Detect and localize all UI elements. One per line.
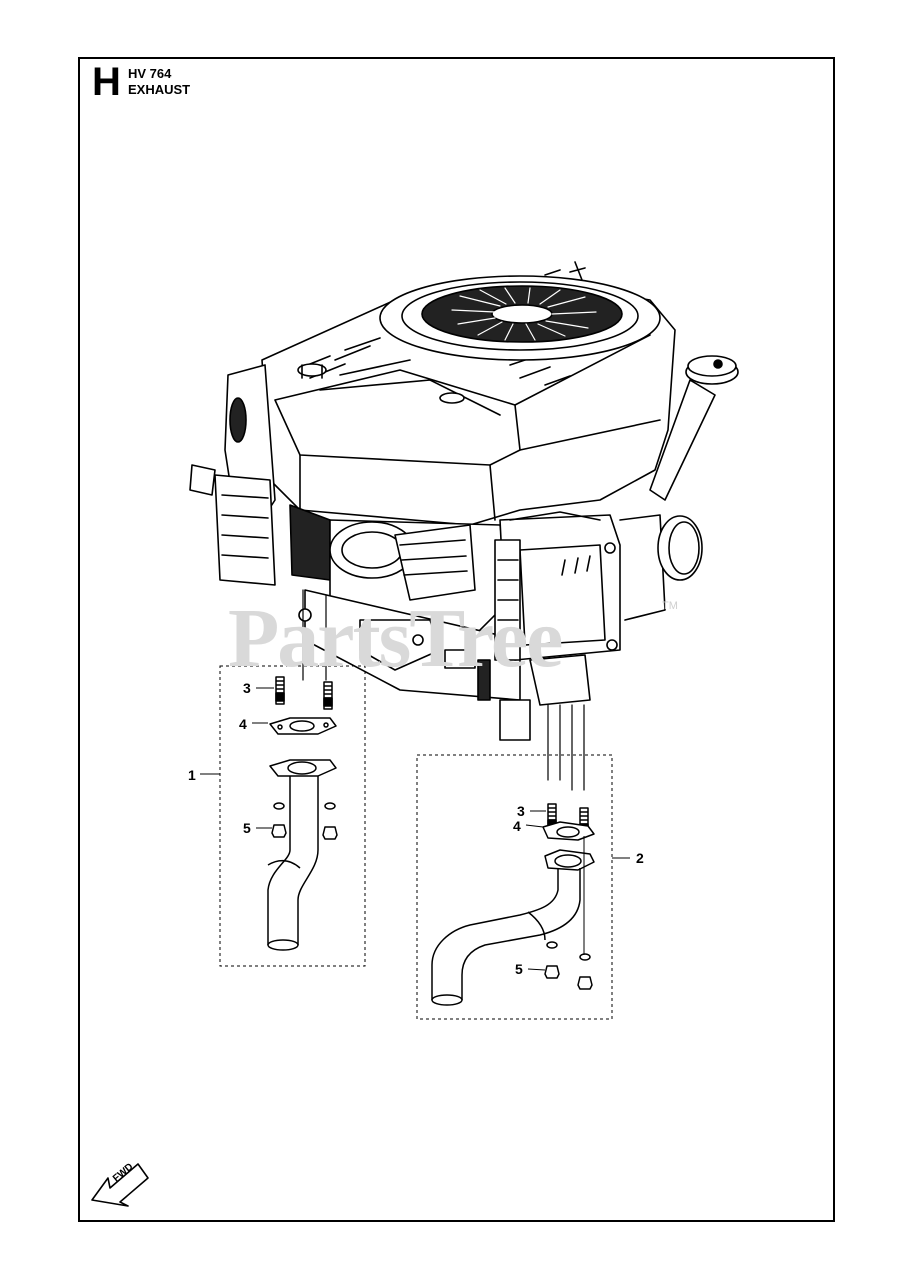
diagram-frame <box>78 57 835 1222</box>
oil-filter-dipstick <box>649 355 739 581</box>
fwd-arrow <box>91 1163 149 1207</box>
flywheel-screen <box>379 275 661 361</box>
section-letter: H <box>92 60 121 104</box>
engine-left-side <box>189 364 331 586</box>
nuts-right <box>544 836 593 990</box>
stud-left <box>275 676 333 710</box>
callout-nut-left: 5 <box>243 820 251 836</box>
pipe-left <box>267 776 319 951</box>
callout-kit-1: 1 <box>188 767 196 783</box>
valve-cover-right <box>494 511 666 741</box>
watermark-trademark: TM <box>662 600 678 612</box>
callout-kit-2: 2 <box>636 850 644 866</box>
callout-nut-right: 5 <box>515 961 523 977</box>
leader-lines <box>200 687 630 971</box>
nuts-left <box>271 802 338 840</box>
callout-gasket-right: 4 <box>513 818 521 834</box>
callout-gasket-left: 4 <box>239 716 247 732</box>
diagram-title: EXHAUST <box>128 82 191 97</box>
callout-stud-right: 3 <box>517 803 525 819</box>
model-number: HV 764 <box>128 66 172 81</box>
watermark: PartsTree <box>228 592 563 685</box>
kit-1-outline <box>219 665 366 967</box>
kit-2-outline <box>416 754 613 1020</box>
flange-right <box>544 849 595 871</box>
engine-block <box>298 519 521 701</box>
flange-left <box>269 759 337 777</box>
gasket-right <box>542 821 595 841</box>
gasket-left <box>269 717 337 735</box>
callout-stud-left: 3 <box>243 680 251 696</box>
pipe-right <box>431 868 581 1006</box>
